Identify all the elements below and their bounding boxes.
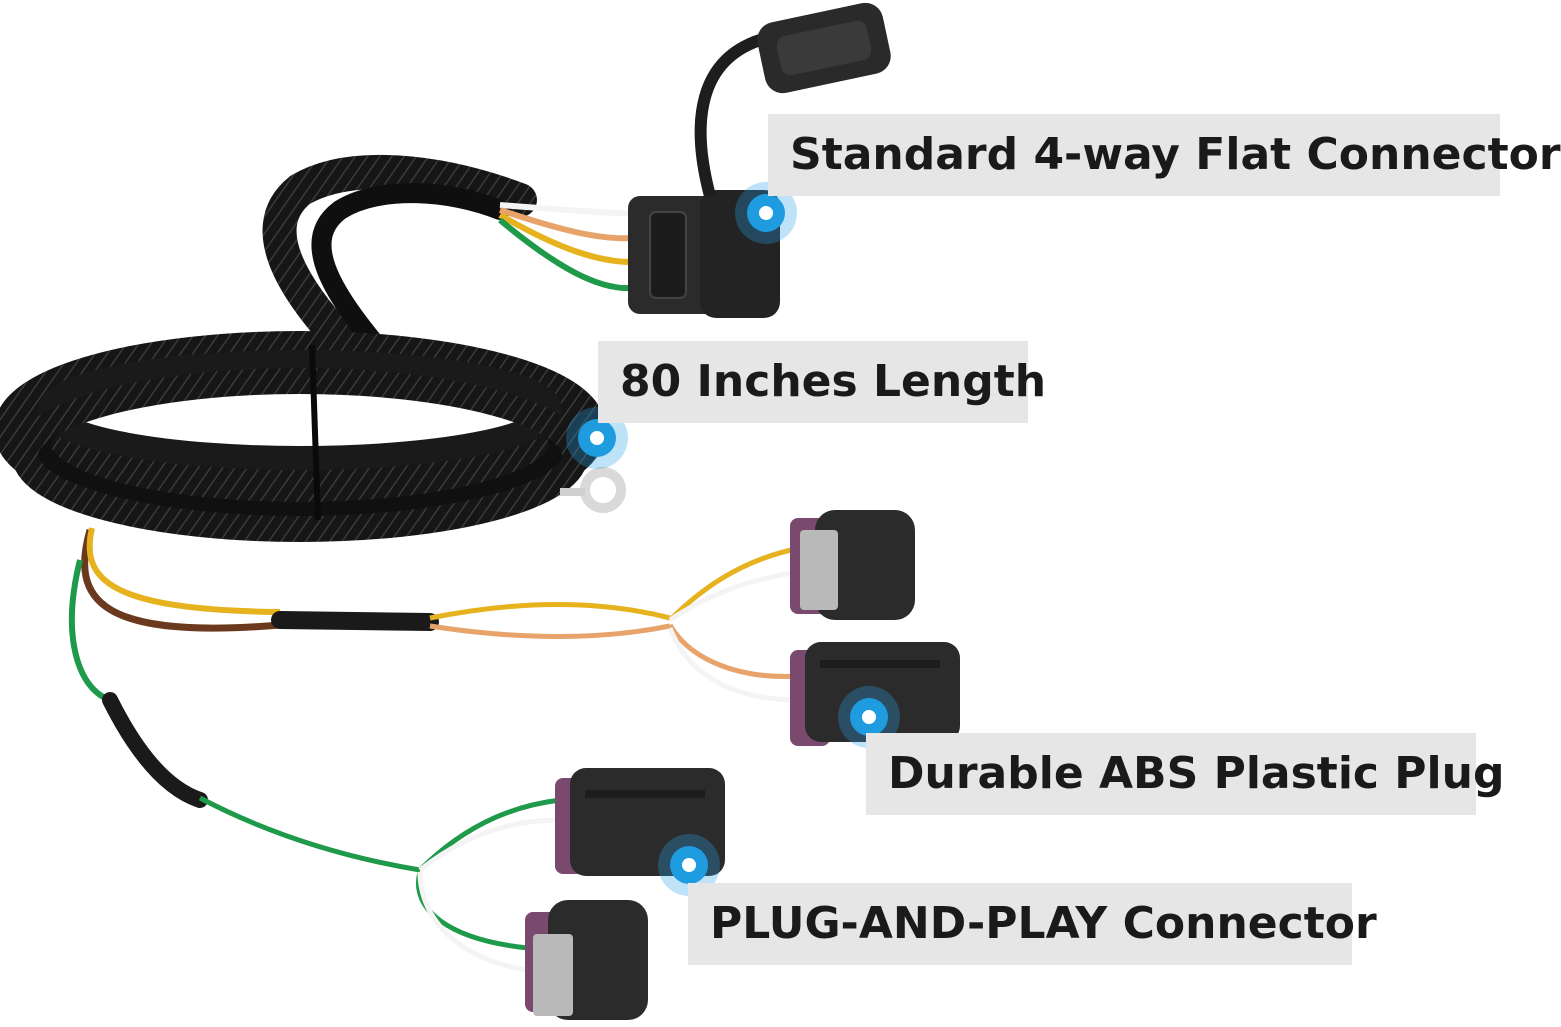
plug-lower-lower	[525, 900, 648, 1020]
flat-connector-label: Standard 4-way Flat Connector	[768, 114, 1561, 196]
flat-connector-wires	[498, 202, 633, 292]
plug-lower-right	[790, 642, 960, 746]
plastic-plug-label: Durable ABS Plastic Plug	[866, 733, 1504, 815]
plug-upper-right	[790, 510, 915, 620]
flat-connector-marker-icon	[735, 182, 797, 244]
wiring-harness-photo	[0, 2, 960, 1020]
upper-sleeve	[262, 154, 537, 377]
ground-ring-terminal	[560, 467, 626, 513]
coiled-sleeve-bundle	[0, 331, 606, 542]
plug-and-play-label: PLUG-AND-PLAY Connector	[688, 883, 1377, 965]
branch-wires	[69, 527, 801, 973]
length-label: 80 Inches Length	[598, 341, 1046, 423]
